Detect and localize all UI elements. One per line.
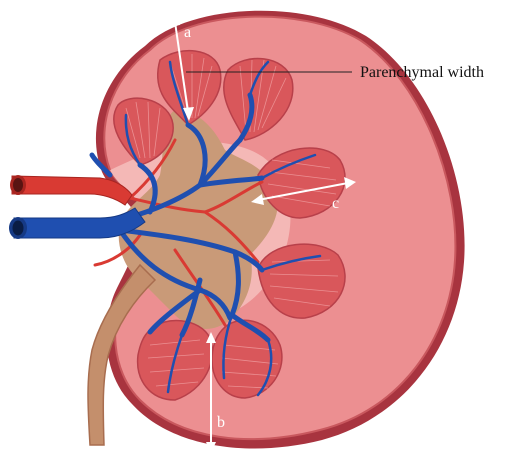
arrow-a-head-top — [170, 14, 180, 26]
renal-vein — [14, 208, 145, 238]
renal-artery-lumen — [13, 178, 23, 192]
label-c: c — [332, 195, 339, 212]
renal-vein-lumen — [13, 221, 24, 236]
label-b: b — [217, 414, 225, 431]
arrow-b-head-bottom — [206, 442, 216, 453]
label-a: a — [184, 24, 191, 41]
label-parenchymal-width: Parenchymal width — [360, 64, 484, 81]
